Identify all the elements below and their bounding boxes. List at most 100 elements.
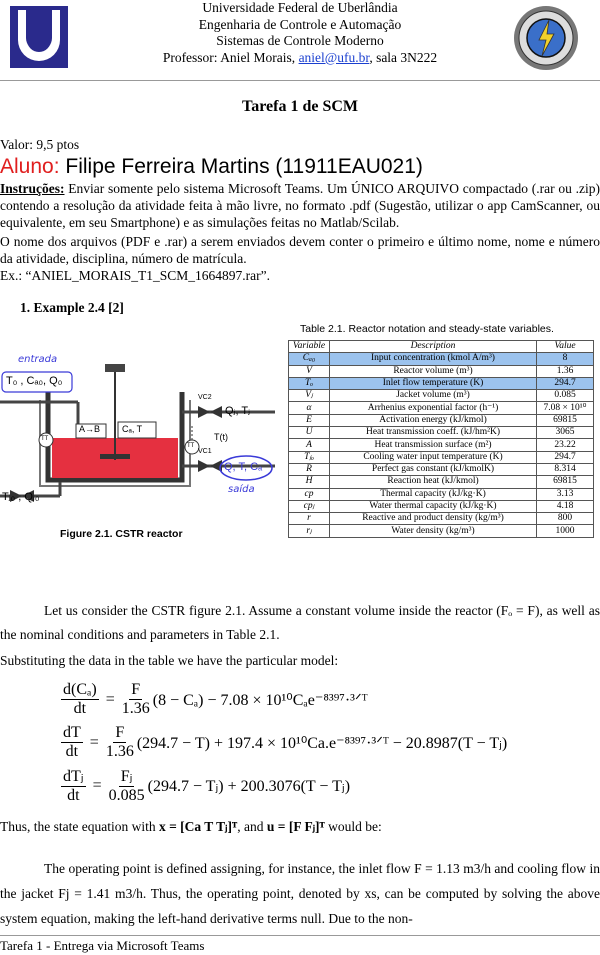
table-cell-value: 3.13 bbox=[536, 487, 594, 501]
ufu-logo bbox=[4, 2, 74, 72]
operating-point-paragraph: The operating point is defined assigning… bbox=[0, 861, 600, 926]
table-cell-variable: R bbox=[288, 462, 330, 477]
table-cell-value: 294.7 bbox=[536, 376, 594, 391]
table-cell-value: 7.08 × 10¹⁰ bbox=[536, 401, 594, 415]
section-heading: 1. Example 2.4 [2] bbox=[20, 300, 124, 315]
table-cell-value: 69815 bbox=[536, 413, 594, 428]
table-cell-description: Activation energy (kJ/kmol) bbox=[329, 413, 537, 428]
table-cell-value: 8 bbox=[536, 352, 594, 366]
table-cell-value: 4.18 bbox=[536, 499, 594, 514]
outlet-label: Q, T, Cₐ bbox=[224, 461, 263, 473]
table-caption: Table 2.1. Reactor notation and steady-s… bbox=[300, 323, 554, 335]
input-vector: u = [F Fⱼ]ᵀ bbox=[266, 819, 325, 834]
vc1-label: VC1 bbox=[198, 448, 212, 455]
table-cell-value: 1.36 bbox=[536, 364, 594, 378]
table-cell-variable: cp bbox=[288, 487, 330, 501]
table-cell-variable: Vⱼ bbox=[288, 389, 330, 403]
temp-time-label: T(t) bbox=[214, 432, 228, 442]
table-cell-value: 294.7 bbox=[536, 450, 594, 464]
table-cell-value: 3065 bbox=[536, 426, 594, 440]
document-header: Universidade Federal de Uberlândia Engen… bbox=[120, 0, 480, 66]
table-cell-variable: Tₒ bbox=[288, 376, 330, 391]
professor-email-link[interactable]: aniel@ufu.br bbox=[298, 49, 370, 65]
table-cell-description: Heat transmission coeff. (kJ/hm²K) bbox=[329, 426, 537, 440]
instructions-paragraph: Instruções: Enviar somente pelo sistema … bbox=[0, 181, 600, 230]
tt-label-right: TT bbox=[187, 443, 195, 449]
vc2-label: VC2 bbox=[198, 394, 212, 401]
figure-annotation-saida: saída bbox=[228, 484, 255, 495]
table-cell-description: Reactive and product density (kg/m³) bbox=[329, 512, 537, 526]
tt-label-left: TT bbox=[41, 436, 49, 442]
professor-line: Professor: Aniel Morais, aniel@ufu.br, s… bbox=[162, 49, 438, 65]
header-divider bbox=[0, 80, 600, 81]
table-cell-value: 69815 bbox=[536, 475, 594, 489]
table-cell-variable: H bbox=[288, 475, 330, 489]
table-cell-description: Jacket volume (m³) bbox=[329, 389, 537, 403]
state-equation-line: Thus, the state equation with x = [Ca T … bbox=[0, 819, 382, 834]
table-cell-description: Perfect gas constant (kJ/kmolK) bbox=[329, 462, 537, 477]
faculty-seal-logo bbox=[512, 4, 580, 72]
figure-caption: Figure 2.1. CSTR reactor bbox=[60, 528, 183, 540]
table-cell-value: 1000 bbox=[536, 524, 594, 538]
table-cell-variable: cpⱼ bbox=[288, 499, 330, 514]
table-cell-variable: A bbox=[288, 438, 330, 452]
table-header-variable: Variable bbox=[288, 339, 330, 354]
concentration-label: Cₐ, T bbox=[122, 424, 143, 434]
qj-label: Qⱼ, Tⱼ bbox=[225, 405, 251, 417]
table-cell-description: Input concentration (kmol A/m³) bbox=[329, 352, 537, 366]
instructions-label: Instruções: bbox=[0, 181, 65, 196]
substitution-paragraph: Substituting the data in the table we ha… bbox=[0, 653, 339, 668]
table-cell-variable: U bbox=[288, 426, 330, 440]
table-cell-description: Water density (kg/m³) bbox=[329, 524, 537, 538]
table-cell-description: Cooling water input temperature (K) bbox=[329, 450, 537, 464]
course-name: Engenharia de Controle e Automação bbox=[198, 16, 402, 32]
table-cell-description: Water thermal capacity (kJ/kg·K) bbox=[329, 499, 537, 514]
table-cell-variable: rⱼ bbox=[288, 524, 330, 538]
table-cell-description: Heat transmission surface (m²) bbox=[329, 438, 537, 452]
jacket-inlet-label: Tⱼ₀ , Qⱼ₀ bbox=[2, 491, 40, 503]
table-cell-variable: V bbox=[288, 364, 330, 378]
cstr-figure: entrada T₀ , Cₐ₀, Q₀ A→B Cₐ, T VC2 VC1 Q… bbox=[0, 350, 282, 550]
inlet-label: T₀ , Cₐ₀, Q₀ bbox=[6, 375, 63, 387]
discipline-name: Sistemas de Controle Moderno bbox=[216, 33, 384, 48]
table-cell-variable: r bbox=[288, 512, 330, 526]
naming-paragraph: O nome dos arquivos (PDF e .rar) a serem… bbox=[0, 234, 600, 266]
table-header-value: Value bbox=[536, 339, 594, 354]
table-cell-description: Reactor volume (m³) bbox=[329, 364, 537, 378]
table-cell-description: Thermal capacity (kJ/kg·K) bbox=[329, 487, 537, 501]
reaction-label: A→B bbox=[79, 424, 101, 434]
table-cell-description: Arrhenius exponential factor (h⁻¹) bbox=[329, 401, 537, 415]
page-footer: Tarefa 1 - Entrega via Microsoft Teams bbox=[0, 938, 205, 953]
table-cell-variable: Tⱼₒ bbox=[288, 450, 330, 464]
table-cell-description: Reaction heat (kJ/kmol) bbox=[329, 475, 537, 489]
table-cell-value: 800 bbox=[536, 512, 594, 526]
table-cell-variable: α bbox=[288, 401, 330, 415]
student-line: Aluno: Filipe Ferreira Martins (11911EAU… bbox=[0, 155, 423, 178]
table-cell-variable: Cₐ₀ bbox=[288, 352, 330, 366]
value-line: Valor: 9,5 ptos bbox=[0, 137, 80, 152]
table-cell-description: Inlet flow temperature (K) bbox=[329, 376, 537, 391]
table-cell-value: 0.085 bbox=[536, 389, 594, 403]
table-header-row: Variable Description Value bbox=[288, 339, 594, 354]
page-title: Tarefa 1 de SCM bbox=[242, 98, 358, 115]
figure-annotation-entrada: entrada bbox=[18, 354, 58, 365]
footer-divider bbox=[0, 935, 600, 936]
